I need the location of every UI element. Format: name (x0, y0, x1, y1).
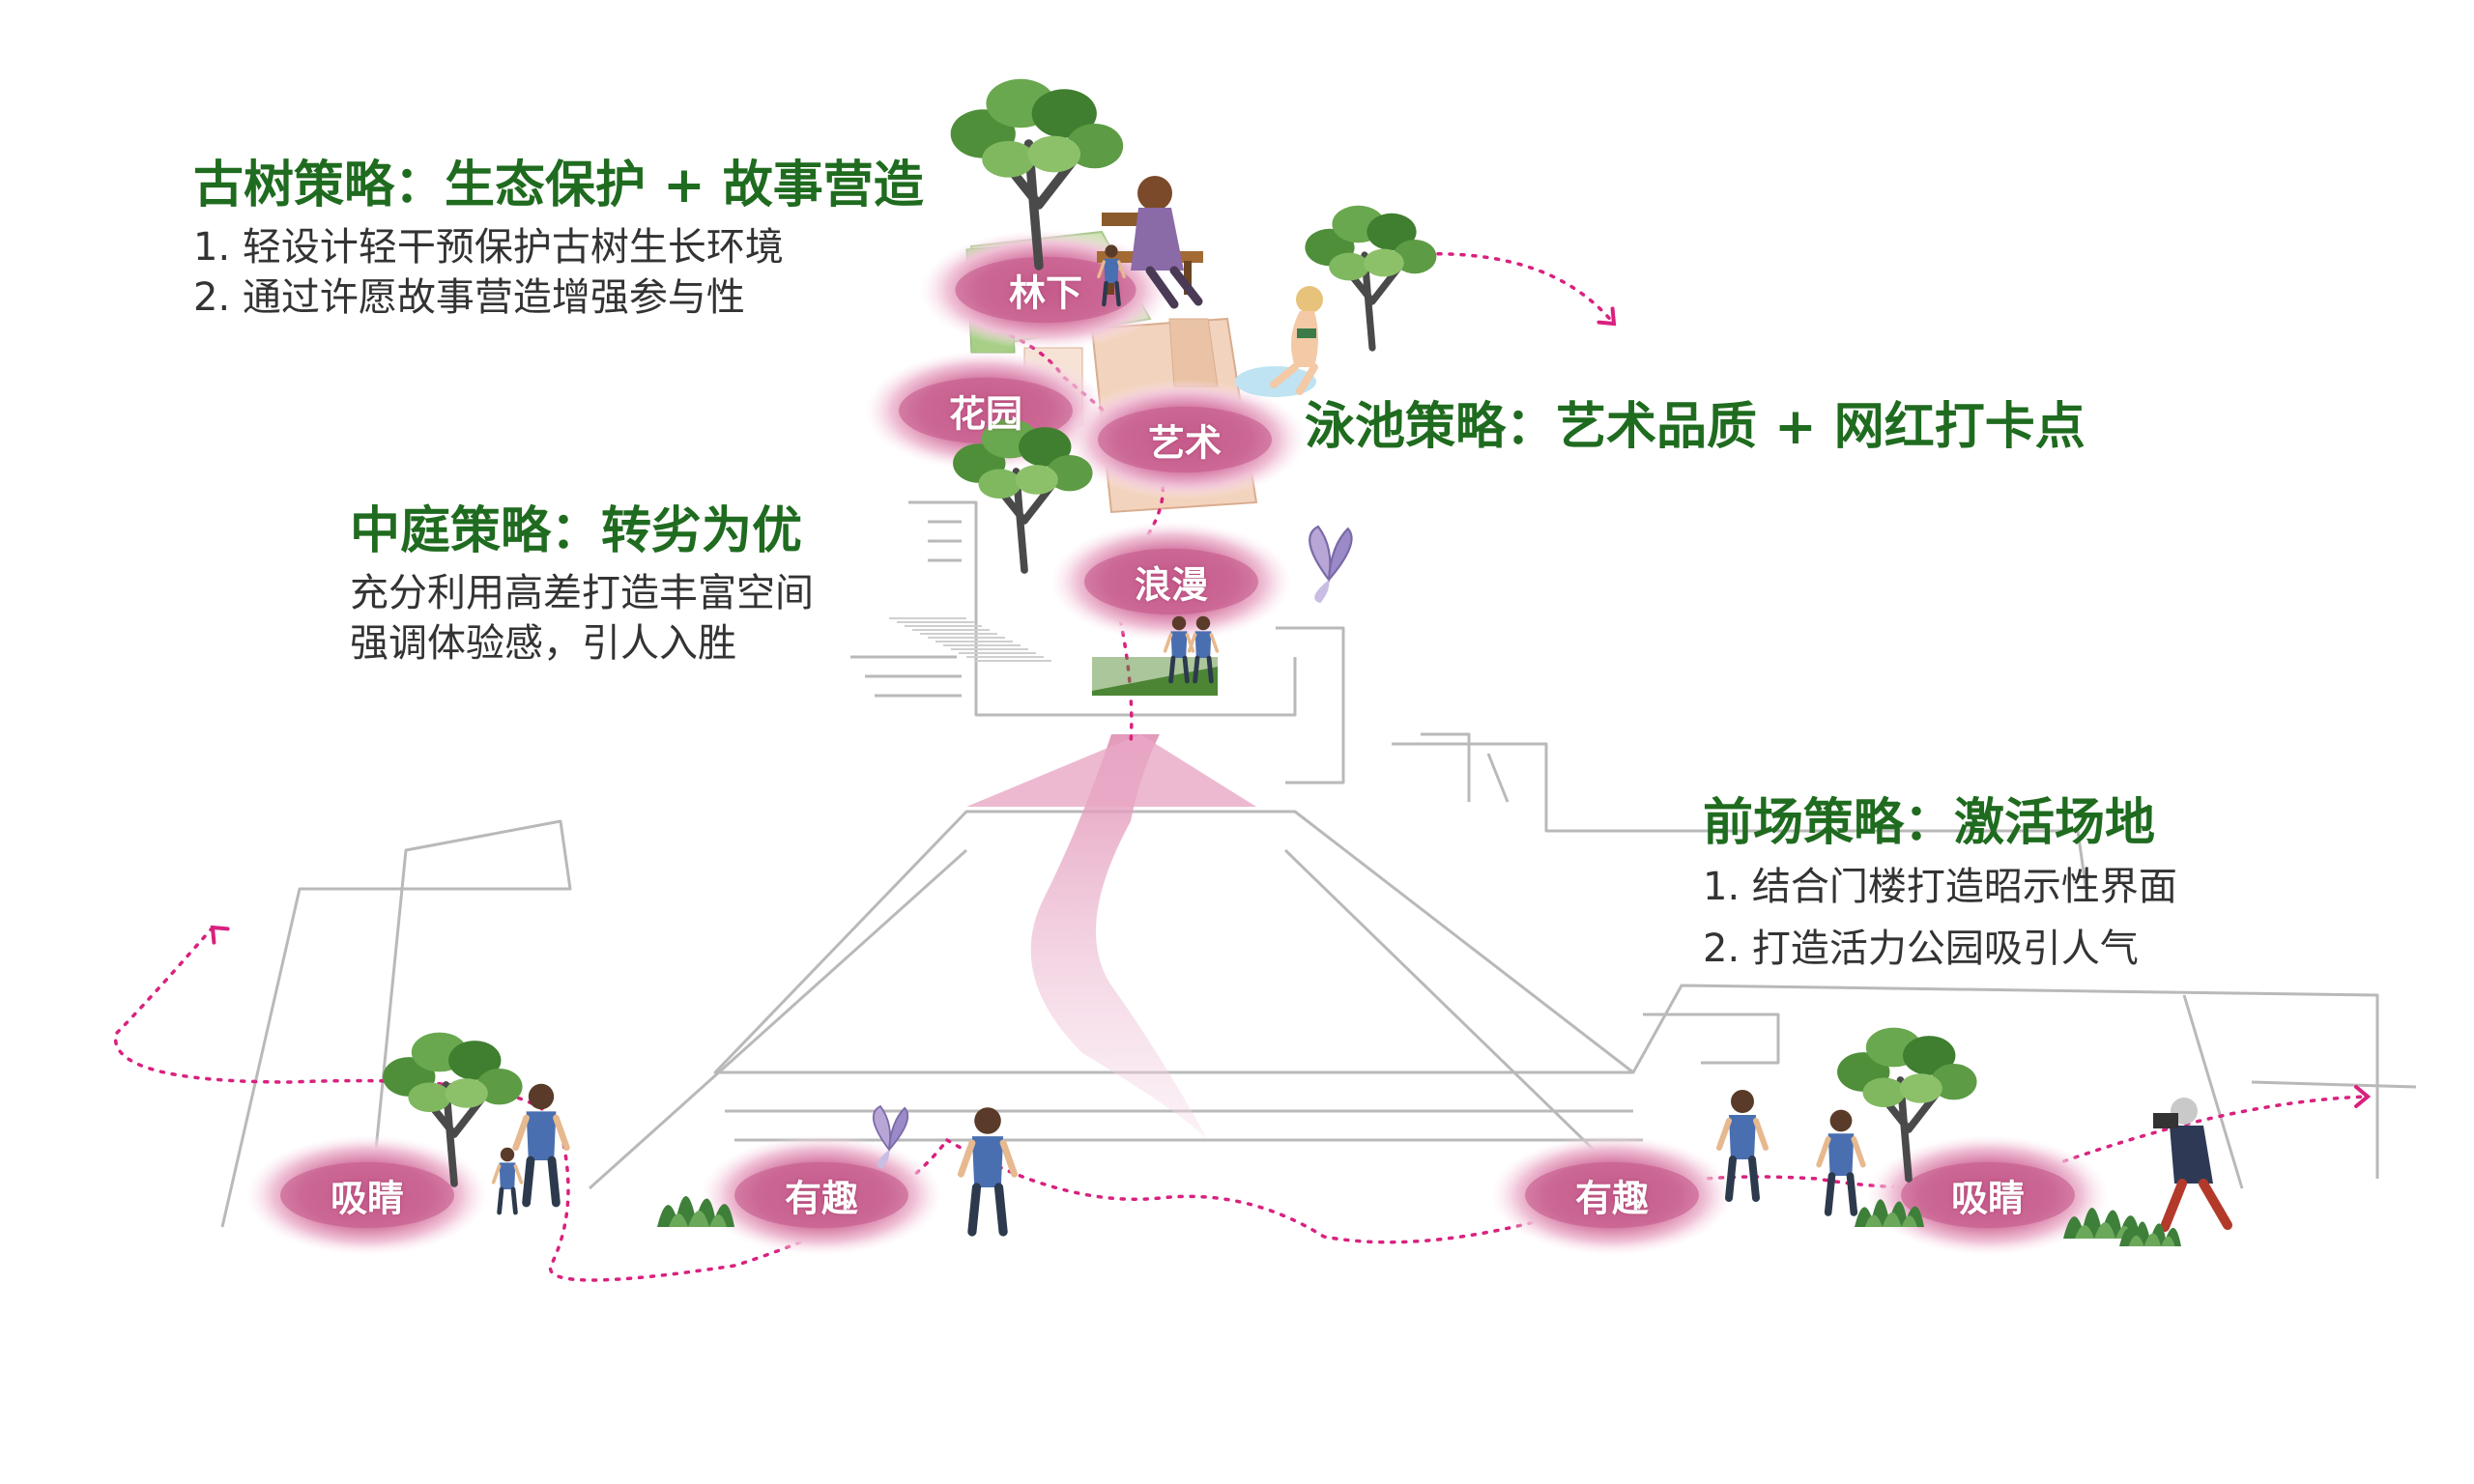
front-strategy-line1: 1. 结合门楼打造昭示性界面 (1703, 865, 2177, 909)
sunbather-icon (1235, 286, 1323, 397)
tree-strategy-line1: 1. 轻设计轻干预保护古树生长环境 (193, 225, 784, 270)
badge-youqu-right: 有趣 (1574, 1177, 1650, 1220)
couple-scene-icon (1092, 616, 1218, 696)
seated-woman-icon (1131, 176, 1203, 309)
site-plan-linework (220, 500, 2417, 1238)
badge-yishu: 艺术 (1147, 421, 1223, 465)
kid-person-icon (494, 1148, 522, 1213)
journey-ribbon (1030, 734, 1208, 1140)
courtyard-strategy-title: 中庭策略：转劣为优 (350, 502, 803, 560)
walking-person-icon (961, 1107, 1014, 1232)
front-strategy-line2: 2. 打造活力公园吸引人气 (1703, 927, 2139, 971)
tree-strategy-title: 古树策略：生态保护 + 故事营造 (193, 157, 924, 214)
courtyard-strategy-block: 中庭策略：转劣为优 充分利用高差打造丰富空间 强调体验感，引人入胜 (350, 500, 814, 669)
ribbon-arrowhead (966, 734, 1256, 807)
courtyard-strategy-line1: 充分利用高差打造丰富空间 (350, 571, 814, 615)
butterfly-icon (1309, 525, 1353, 605)
pool-strategy-block: 泳池策略：艺术品质 + 网红打卡点 (1305, 396, 2086, 458)
badge-youqu-left: 有趣 (784, 1177, 859, 1220)
cheering-person-icon (1819, 1110, 1863, 1213)
badge-xijing-right: 吸睛 (1950, 1177, 2026, 1220)
father-person-icon (516, 1084, 567, 1203)
badge-xijing-left: 吸睛 (330, 1177, 405, 1220)
pool-tree-icon (1305, 206, 1436, 348)
front-strategy-block: 前场策略：激活场地 1. 结合门楼打造昭示性界面 2. 打造活力公园吸引人气 (1703, 792, 2177, 974)
front-strategy-title: 前场策略：激活场地 (1703, 794, 2156, 852)
tree-strategy-block: 古树策略：生态保护 + 故事营造 1. 轻设计轻干预保护古树生长环境 2. 通过… (193, 155, 924, 323)
badge-huayuan: 花园 (948, 392, 1023, 436)
courtyard-strategy-line2: 强调体验感，引人入胜 (350, 621, 736, 666)
badge-linxia: 林下 (1008, 271, 1083, 315)
photographer-icon (2153, 1098, 2232, 1232)
tree-strategy-line2: 2. 通过许愿故事营造增强参与性 (193, 275, 745, 320)
badge-langman: 浪漫 (1134, 563, 1209, 607)
pool-strategy-title: 泳池策略：艺术品质 + 网红打卡点 (1305, 398, 2086, 456)
